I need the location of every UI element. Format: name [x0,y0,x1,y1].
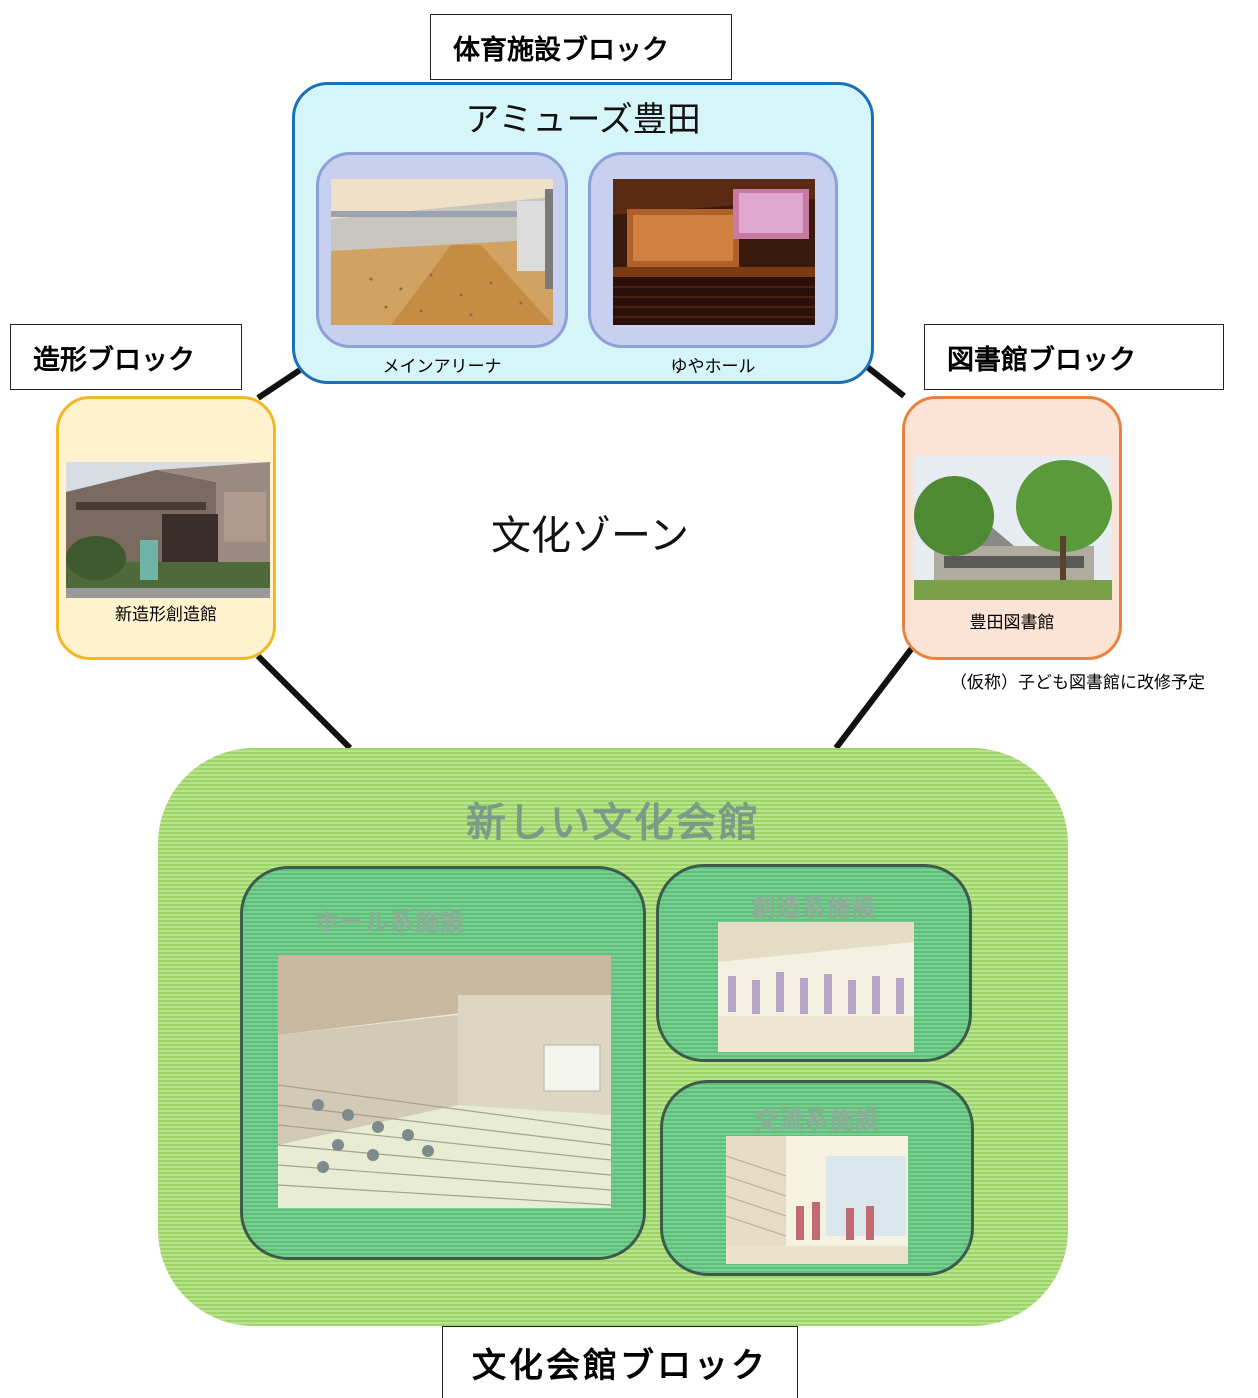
creative-facilities-title: 創造系施設 [751,894,877,922]
connector-sports-library [864,363,906,399]
main-arena-caption: メインアリーナ [382,357,502,377]
connector-sports-zokei [256,363,308,401]
zokei-block-label-text: 造形ブロック [33,344,195,376]
library-block-label: 図書館ブロック [924,324,1224,390]
zokei-block-label: 造形ブロック [10,324,242,390]
culture-zone-label: 文化ゾーン [491,513,689,559]
hall-facilities-title: ホール系施設 [315,908,465,936]
main-arena-photo [331,179,553,325]
sports-block-label: 体育施設ブロック [430,14,732,80]
zokei-caption: 新造形創造館 [115,605,217,625]
hall-facilities-sketch [278,955,611,1208]
culture-hall-block-label: 文化会館ブロック [442,1326,798,1398]
library-photo [914,456,1112,600]
yuya-hall-photo [613,179,815,325]
sports-facility-name: アミューズ豊田 [465,100,701,140]
exchange-facilities-title: 交流系施設 [754,1106,880,1134]
creative-facilities-sketch [718,922,914,1052]
connector-zokei-hall [255,653,353,751]
sports-block-label-text: 体育施設ブロック [453,34,669,66]
library-renovation-note: （仮称）子ども図書館に改修予定 [950,673,1205,693]
connector-library-hall [833,646,915,750]
exchange-facilities-sketch [726,1136,908,1264]
library-block-label-text: 図書館ブロック [947,344,1136,376]
new-culture-hall-title: 新しい文化会館 [466,800,760,846]
library-caption: 豊田図書館 [969,613,1055,633]
culture-hall-block-label-text: 文化会館ブロック [472,1346,768,1386]
yuya-hall-photo-frame [588,152,838,348]
main-arena-photo-frame [316,152,568,348]
yuya-hall-caption: ゆやホール [670,357,756,377]
zokei-photo [66,462,270,598]
